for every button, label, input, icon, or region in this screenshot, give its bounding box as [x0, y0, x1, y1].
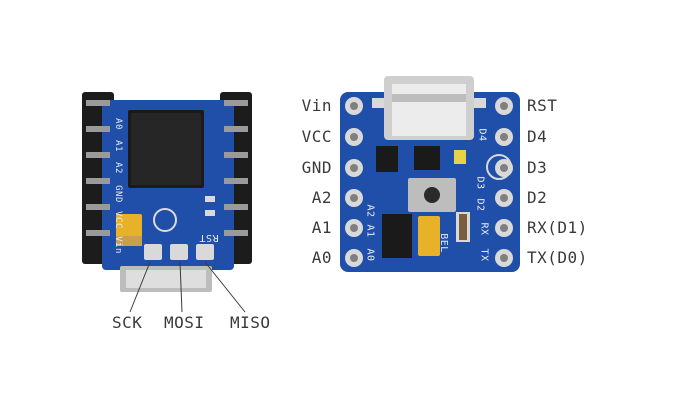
label-d2: D2 — [527, 188, 548, 207]
right-regulator — [376, 146, 398, 172]
label-d4: D4 — [527, 127, 548, 146]
right-silk-a0: A0 — [364, 248, 376, 262]
label-a0: A0 — [311, 248, 332, 267]
right-silk-a1: A1 — [364, 224, 376, 238]
left-leader-lines — [129, 261, 246, 313]
right-silk-d2: D2 — [474, 198, 486, 212]
left-chip-face — [131, 113, 201, 185]
right-reset-circle — [486, 154, 512, 180]
right-silk-tx: TX — [478, 248, 490, 262]
left-header-pins — [86, 100, 248, 236]
right-silk-d4: D4 — [476, 128, 488, 142]
label-rx-d1: RX(D1) — [527, 218, 588, 237]
left-reset-circle — [153, 208, 177, 232]
label-d3: D3 — [527, 158, 548, 177]
left-pad-mosi — [170, 244, 188, 260]
right-silk-d3: D3 — [474, 176, 486, 190]
right-right-pads — [495, 97, 513, 267]
right-silk-rx: RX — [478, 222, 490, 236]
left-pad-miso — [196, 244, 214, 260]
label-a1: A1 — [311, 218, 332, 237]
label-gnd: GND — [301, 158, 332, 177]
label-miso: MISO — [230, 313, 271, 332]
label-vin: Vin — [301, 96, 332, 115]
right-capacitor — [418, 216, 440, 256]
label-rst: RST — [527, 96, 558, 115]
right-silk-a2: A2 — [364, 204, 376, 218]
label-sck: SCK — [112, 313, 143, 332]
right-silk-led: BEL — [437, 233, 449, 253]
label-mosi: MOSI — [164, 313, 205, 332]
label-tx-d0: TX(D0) — [527, 248, 588, 267]
right-led — [454, 150, 466, 164]
label-a2: A2 — [311, 188, 332, 207]
label-vcc: VCC — [301, 127, 332, 146]
left-pad-sck — [144, 244, 162, 260]
right-diode-block — [414, 146, 440, 170]
right-left-pads — [345, 97, 363, 267]
